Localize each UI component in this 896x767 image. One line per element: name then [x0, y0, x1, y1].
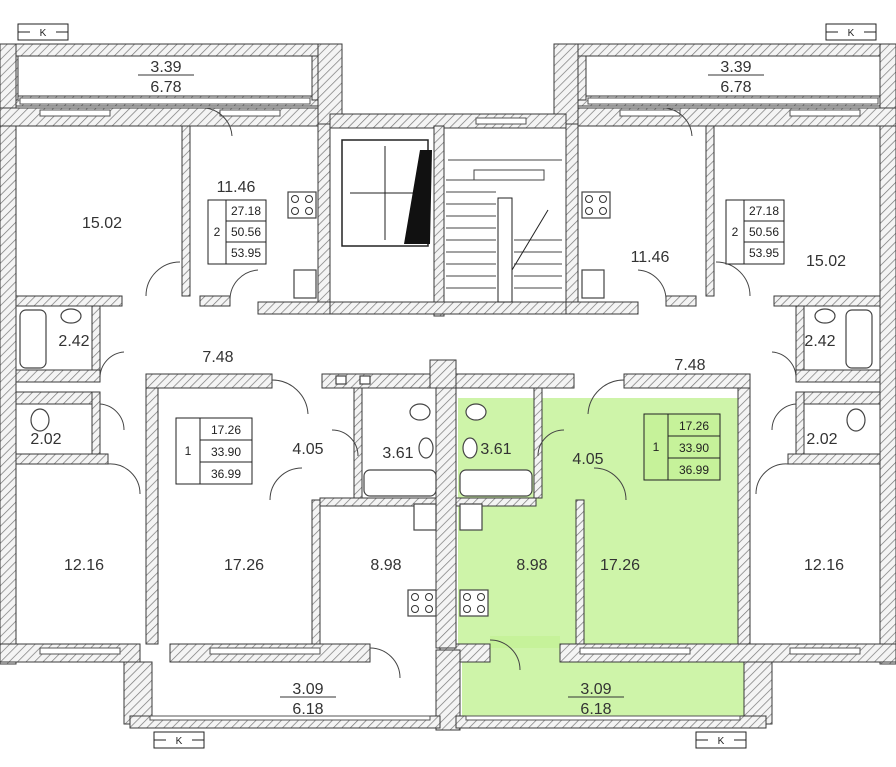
room-tr-area: 15.02: [806, 253, 846, 270]
hall-ml-area: 4.05: [292, 441, 323, 458]
apartment-total-area: 33.90: [211, 445, 241, 459]
apartment-living-area: 27.18: [231, 204, 261, 218]
vent-label: K: [848, 28, 855, 39]
kitchen-tr-area: 11.46: [631, 249, 670, 266]
balcony-tr-area-total: 6.78: [720, 79, 751, 96]
apartment-rooms: 2: [214, 225, 221, 239]
stair-core: [341, 139, 562, 303]
apartment-total-with-balcony: 36.99: [211, 467, 241, 481]
hall-r-area: 7.48: [674, 357, 705, 374]
apartment-total-with-balcony: 36.99: [679, 463, 709, 477]
apartment-rooms: 1: [185, 444, 192, 458]
windows: [19, 97, 879, 721]
apartment-info-ml: 1 17.26 33.90 36.99: [175, 417, 253, 485]
apartment-info-tr: 2 27.18 50.56 53.95: [725, 199, 785, 265]
vent-label: K: [718, 736, 725, 747]
balcony-bl-area-total: 6.18: [292, 701, 323, 718]
wc-r-area: 2.02: [806, 431, 837, 448]
room-labels: 3.39 6.78 3.39 6.78 3.09 6.18 3.09 6.18 …: [30, 59, 846, 718]
kitchen-mr-area: 8.98: [516, 557, 547, 574]
balcony-br-area: 3.09: [580, 681, 611, 698]
apartment-living-area: 27.18: [749, 204, 779, 218]
interior-walls: [15, 123, 881, 649]
room-tl-area: 15.02: [82, 215, 122, 232]
apartment-info-mr: 1 17.26 33.90 36.99: [643, 413, 721, 481]
wc-l-area: 2.02: [30, 431, 61, 448]
balcony-tl-area: 3.39: [150, 59, 181, 76]
vent-label: K: [40, 28, 47, 39]
balcony-bl-area: 3.09: [292, 681, 323, 698]
bath-ml-area: 3.61: [382, 445, 413, 462]
vent-markers: K K K K: [17, 23, 877, 749]
apartment-rooms: 2: [732, 225, 739, 239]
apartment-total-area: 33.90: [679, 441, 709, 455]
vent-label: K: [176, 736, 183, 747]
kitchen-tl-area: 11.46: [217, 179, 256, 196]
room-br-area: 12.16: [804, 557, 844, 574]
room-mr-area: 17.26: [600, 557, 640, 574]
balcony-br-area-total: 6.18: [580, 701, 611, 718]
bath-l-area: 2.42: [58, 333, 89, 350]
doors: [99, 107, 797, 679]
hall-mr-area: 4.05: [572, 451, 603, 468]
balcony-tl-area-total: 6.78: [150, 79, 181, 96]
hall-l-area: 7.48: [202, 349, 233, 366]
fixtures: [19, 191, 873, 617]
apartment-total-area: 50.56: [749, 225, 779, 239]
apartment-total-with-balcony: 53.95: [231, 246, 261, 260]
apartment-rooms: 1: [653, 440, 660, 454]
apartment-living-area: 17.26: [211, 423, 241, 437]
balcony-tr-area: 3.39: [720, 59, 751, 76]
apartment-info-tl: 2 27.18 50.56 53.95: [207, 199, 267, 265]
kitchen-ml-area: 8.98: [370, 557, 401, 574]
bath-mr-area: 3.61: [480, 441, 511, 458]
apartment-total-area: 50.56: [231, 225, 261, 239]
room-bl-area: 12.16: [64, 557, 104, 574]
bath-r-area: 2.42: [804, 333, 835, 350]
room-ml-area: 17.26: [224, 557, 264, 574]
apartment-living-area: 17.26: [679, 419, 709, 433]
apartment-total-with-balcony: 53.95: [749, 246, 779, 260]
